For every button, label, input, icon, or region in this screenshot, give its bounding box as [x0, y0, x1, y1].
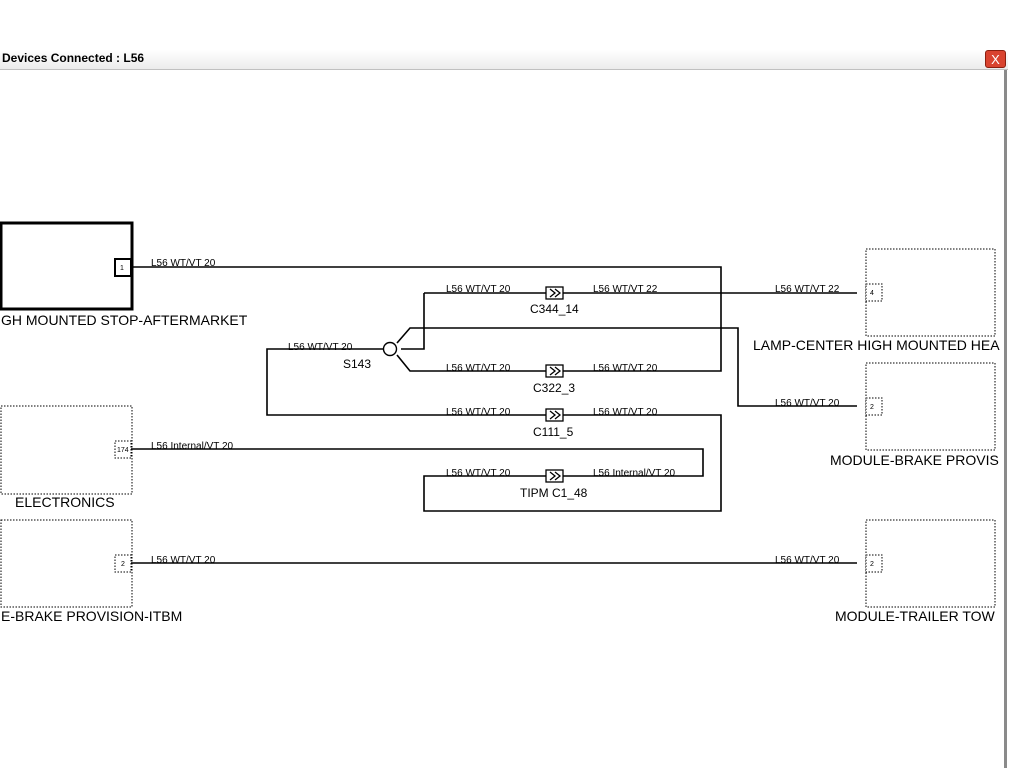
module-trailer-tow-device-label: MODULE-TRAILER TOW: [835, 608, 996, 624]
module-brake-device-label: MODULE-BRAKE PROVIS: [830, 452, 999, 468]
module-trailer-tow-pin-box: [865, 554, 883, 573]
splice-label: S143: [343, 357, 371, 371]
wire-c322-left[interactable]: [396, 354, 546, 372]
brake-provision-itbm-device-box[interactable]: [0, 519, 133, 608]
electronics-device-label: ELECTRONICS: [15, 494, 115, 510]
stop-lamp-device-label: GH MOUNTED STOP-AFTERMARKET: [1, 312, 248, 328]
wire-electronics[interactable]: [131, 448, 704, 477]
wire-label-electronics: L56 Internal/VT 20: [151, 441, 234, 452]
wire-label-c322-right: L56 WT/VT 20: [593, 363, 658, 374]
window-titlebar: Devices Connected : L56: [0, 50, 1008, 70]
wire-c111-right[interactable]: [423, 414, 722, 512]
module-trailer-tow-device-box[interactable]: [865, 519, 996, 608]
wire-label-itbm-left: L56 WT/VT 20: [151, 555, 216, 566]
lamp-center-device-box[interactable]: [865, 248, 996, 337]
wire-label-splice-in: L56 WT/VT 20: [288, 342, 353, 353]
electronics-device-box[interactable]: [0, 405, 133, 495]
window-frame-right: [1004, 70, 1007, 768]
brake-provision-itbm-pin: 2: [121, 561, 125, 568]
stop-lamp-device-box[interactable]: [0, 221, 134, 311]
module-brake-pin-box: [865, 397, 883, 416]
wire-label-tipm-right: L56 Internal/VT 20: [593, 468, 676, 479]
connector-tipm-label: TIPM C1_48: [520, 486, 588, 500]
wire-c344-left[interactable]: [401, 292, 546, 350]
wire-label-c344-left: L56 WT/VT 20: [446, 284, 511, 295]
connector-c111-label: C111_5: [533, 425, 574, 439]
connector-c322-label: C322_3: [533, 381, 575, 395]
wire-label-c322-left: L56 WT/VT 20: [446, 363, 511, 374]
wire-label-stop-lamp: L56 WT/VT 20: [151, 258, 216, 269]
wire-label-c344-right: L56 WT/VT 22: [593, 284, 658, 295]
connector-c344[interactable]: [545, 286, 564, 300]
stop-lamp-pin: 1: [120, 265, 124, 272]
lamp-center-pin-box: [865, 283, 883, 302]
wiring-diagram: 1 GH MOUNTED STOP-AFTERMARKET 4 LAMP-CEN…: [0, 221, 1000, 624]
connector-c344-label: C344_14: [530, 302, 579, 316]
lamp-center-device-label: LAMP-CENTER HIGH MOUNTED HEA: [753, 337, 1000, 353]
module-brake-pin: 2: [870, 404, 874, 411]
splice-node[interactable]: [382, 341, 398, 357]
close-button[interactable]: X: [985, 50, 1006, 68]
lamp-center-pin: 4: [870, 290, 874, 297]
wire-label-itbm-right: L56 WT/VT 20: [775, 555, 840, 566]
electronics-pin: 174: [117, 447, 129, 454]
module-trailer-tow-pin: 2: [870, 561, 874, 568]
wire-label-tipm-left: L56 WT/VT 20: [446, 468, 511, 479]
window-title: Devices Connected : L56: [2, 51, 145, 65]
wire-stop-lamp[interactable]: [131, 266, 722, 372]
module-brake-device-box[interactable]: [865, 362, 996, 451]
schematic-canvas: 1 GH MOUNTED STOP-AFTERMARKET 4 LAMP-CEN…: [0, 70, 1004, 768]
connector-c322[interactable]: [545, 364, 564, 378]
wire-splice-in[interactable]: [266, 348, 546, 416]
wire-module-brake[interactable]: [396, 327, 857, 407]
wire-label-module-brake: L56 WT/VT 20: [775, 398, 840, 409]
connector-c111[interactable]: [545, 408, 564, 422]
wire-label-c111-right: L56 WT/VT 20: [593, 407, 658, 418]
wire-label-lamp-center: L56 WT/VT 22: [775, 284, 840, 295]
connector-tipm[interactable]: [545, 469, 564, 483]
brake-provision-itbm-device-label: E-BRAKE PROVISION-ITBM: [1, 608, 182, 624]
wire-label-c111-left: L56 WT/VT 20: [446, 407, 511, 418]
